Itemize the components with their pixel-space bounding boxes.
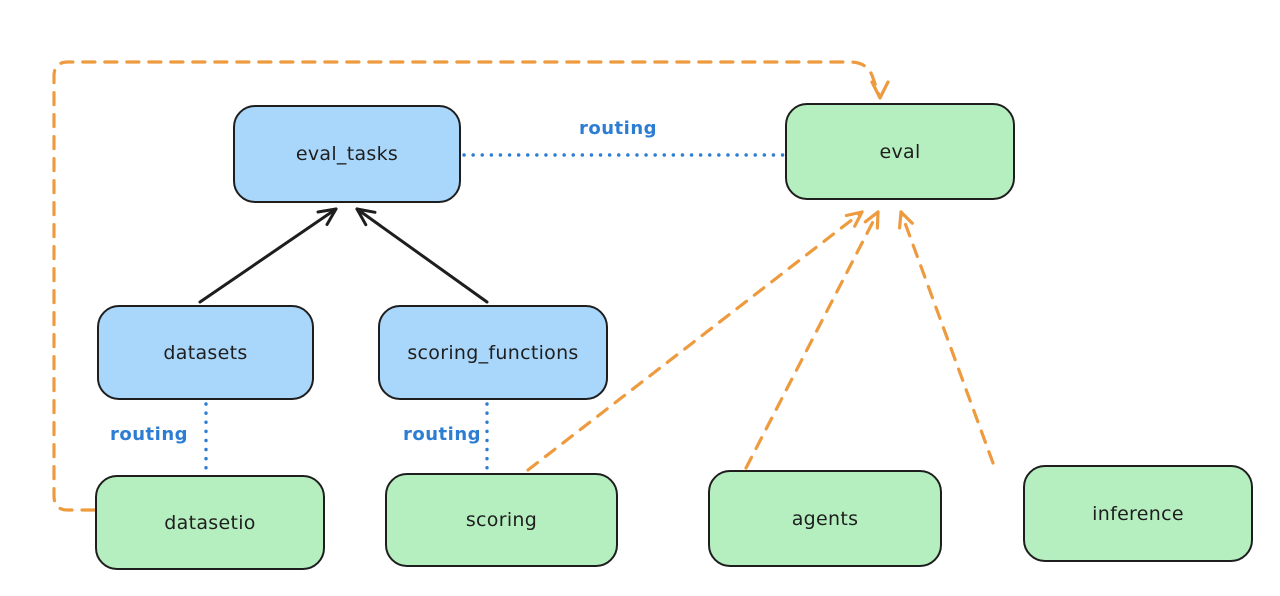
node-scoring-functions: scoring_functions — [378, 305, 608, 400]
node-inference: inference — [1023, 465, 1253, 562]
edge-agents-eval — [744, 210, 880, 470]
node-datasets: datasets — [97, 305, 314, 400]
node-datasetio: datasetio — [95, 475, 325, 570]
edge-datasets-eval-tasks — [198, 207, 338, 304]
node-scoring: scoring — [385, 473, 618, 567]
edge-label-routing-eval: routing — [578, 118, 658, 139]
edge-inference-eval — [898, 210, 995, 465]
edge-label-routing-datasetio: routing — [109, 424, 189, 445]
node-scoring-functions-label: scoring_functions — [407, 341, 579, 364]
node-inference-label: inference — [1092, 502, 1184, 525]
node-scoring-label: scoring — [465, 509, 538, 531]
edge-scoring-functions-eval-tasks — [355, 207, 489, 304]
edge-label-routing-scoring: routing — [402, 424, 482, 445]
node-eval-tasks-label: eval_tasks — [295, 143, 399, 165]
edge-datasetio-eval — [52, 60, 890, 512]
node-agents: agents — [708, 470, 942, 567]
node-datasets-label: datasets — [163, 341, 248, 364]
edge-scoring-eval — [526, 210, 864, 472]
node-agents-label: agents — [791, 507, 859, 530]
node-datasetio-label: datasetio — [164, 511, 256, 534]
node-eval-tasks: eval_tasks — [233, 105, 461, 203]
node-eval: eval — [785, 103, 1015, 200]
node-eval-label: eval — [879, 140, 921, 163]
